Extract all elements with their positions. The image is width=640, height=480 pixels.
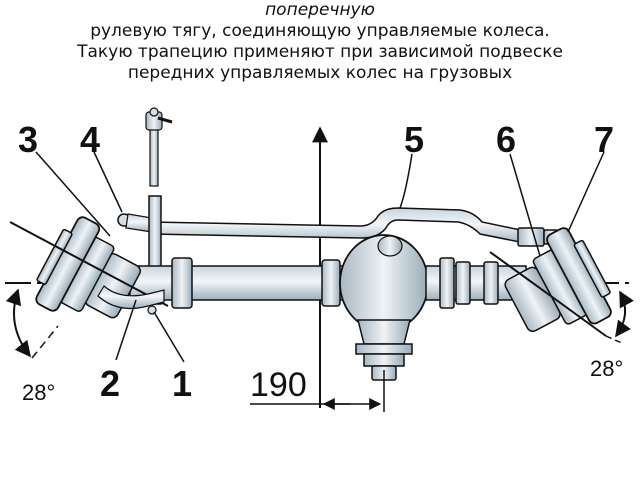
drag-link-ball	[149, 107, 159, 117]
left-turn-angle-arc	[5, 288, 31, 358]
differential-neck	[357, 319, 411, 345]
tie-rod	[149, 207, 531, 245]
differential-flange-2	[363, 353, 405, 367]
dimension-value: 190	[250, 366, 307, 404]
leader-line-3	[35, 151, 111, 237]
differential-cap	[377, 235, 403, 257]
left-turn-angle-label: 28°	[22, 380, 55, 405]
callout-6: 6	[496, 119, 516, 160]
differential-flange-1	[355, 343, 413, 355]
right-wheel-axis	[489, 251, 607, 337]
callout-1: 1	[172, 363, 192, 404]
right-wheel-flange	[573, 239, 611, 298]
callout-7: 7	[594, 119, 614, 160]
right-turn-angle-label: 28°	[590, 356, 623, 381]
caption-line-1: рулевую тягу, соединяющую управляемые ко…	[90, 21, 550, 41]
callout-5: 5	[404, 119, 424, 160]
left-wheel-axis	[9, 221, 169, 307]
caption-line-3: передних управляемых колес на грузовых	[127, 63, 513, 83]
left-steering-lever	[97, 285, 165, 309]
callout-4: 4	[80, 119, 100, 160]
drag-link-stub	[157, 116, 173, 124]
tie-rod-arm-left	[125, 213, 153, 233]
leader-line-6	[509, 153, 541, 257]
caption-line-2: Такую трапецию применяют при зависимой п…	[77, 42, 563, 62]
leader-line-5	[399, 153, 413, 209]
axle-collar-right-2	[455, 261, 471, 305]
right-turn-angle-arc	[615, 290, 634, 338]
caption-line-0: поперечную	[265, 0, 375, 20]
tie-rod-end-right	[517, 227, 545, 247]
caption: поперечную рулевую тягу, соединяющую упр…	[0, 0, 640, 84]
axle-collar-left-2	[321, 259, 341, 307]
right-angle-reference-line	[605, 335, 625, 345]
left-wheel-assembly	[35, 216, 141, 319]
axle-collar-left-1	[171, 257, 193, 309]
leader-line-2	[115, 299, 137, 361]
axle-collar-right-3	[483, 261, 499, 305]
callout-3: 3	[18, 119, 38, 160]
leader-line-4	[93, 151, 123, 213]
axle-collar-right-1	[439, 257, 455, 309]
leader-line-1	[153, 311, 185, 363]
left-wheel-flange	[36, 228, 73, 285]
drag-link	[149, 127, 159, 187]
right-wheel-assembly	[504, 227, 612, 333]
left-angle-reference-line	[31, 325, 59, 359]
leader-line-7	[567, 151, 605, 233]
callout-2: 2	[100, 363, 120, 404]
